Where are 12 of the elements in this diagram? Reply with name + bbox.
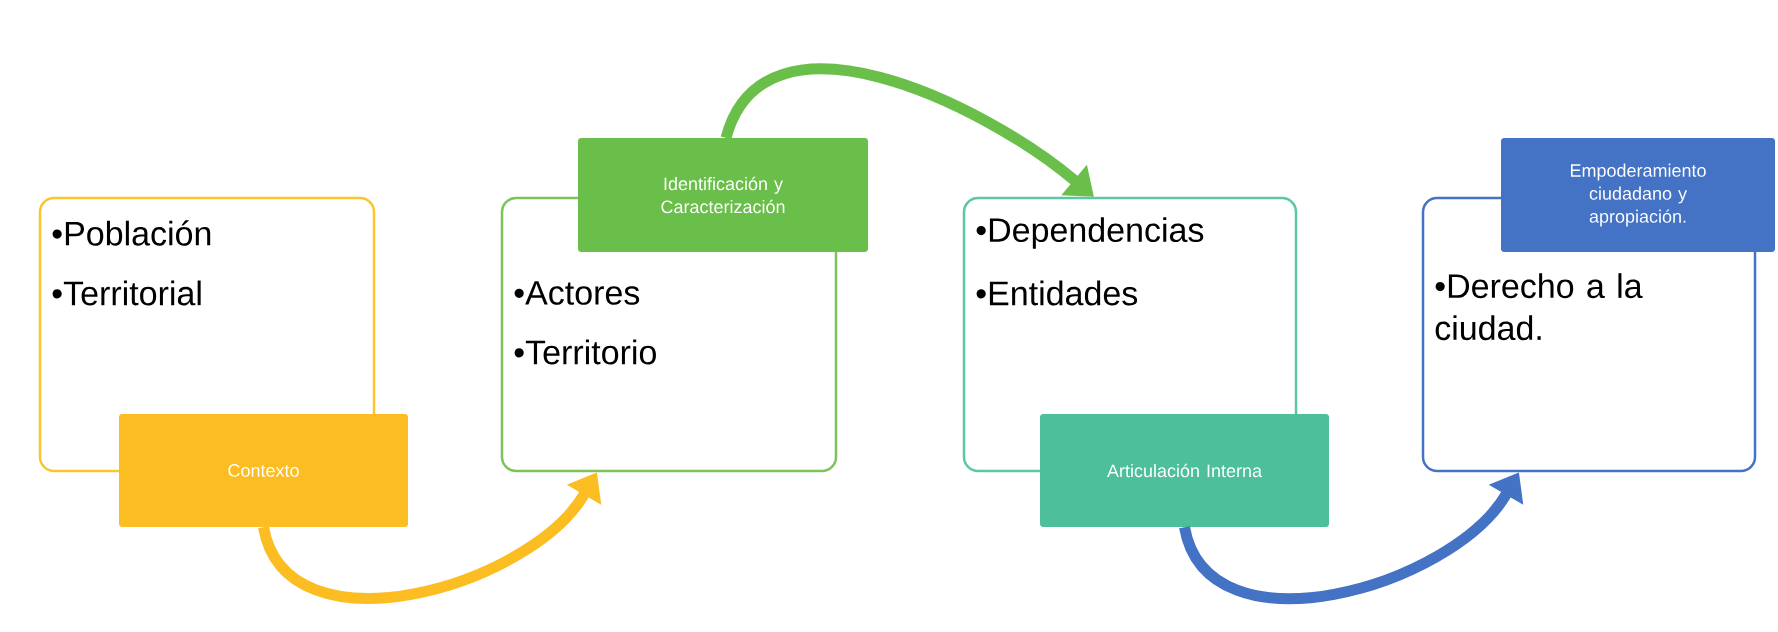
- label-box: Articulación Interna: [1040, 414, 1329, 527]
- label-box: Identificación y Caracterización: [578, 138, 868, 252]
- bullet-item: •Derecho a la ciudad.: [1435, 273, 1643, 341]
- label-box: Contexto: [119, 414, 408, 527]
- bullet-item: •Actores: [514, 281, 640, 305]
- bullet-item: •Población: [52, 220, 211, 246]
- bullet-item: •Territorial: [52, 280, 201, 306]
- label-box: Empoderamiento ciudadano y apropiación.: [1501, 138, 1775, 252]
- bullet-item: •Entidades: [976, 280, 1138, 306]
- bullet-item: •Territorio: [514, 339, 656, 365]
- curved-arrow: [720, 63, 1094, 197]
- bullet-item: •Dependencias: [976, 217, 1204, 249]
